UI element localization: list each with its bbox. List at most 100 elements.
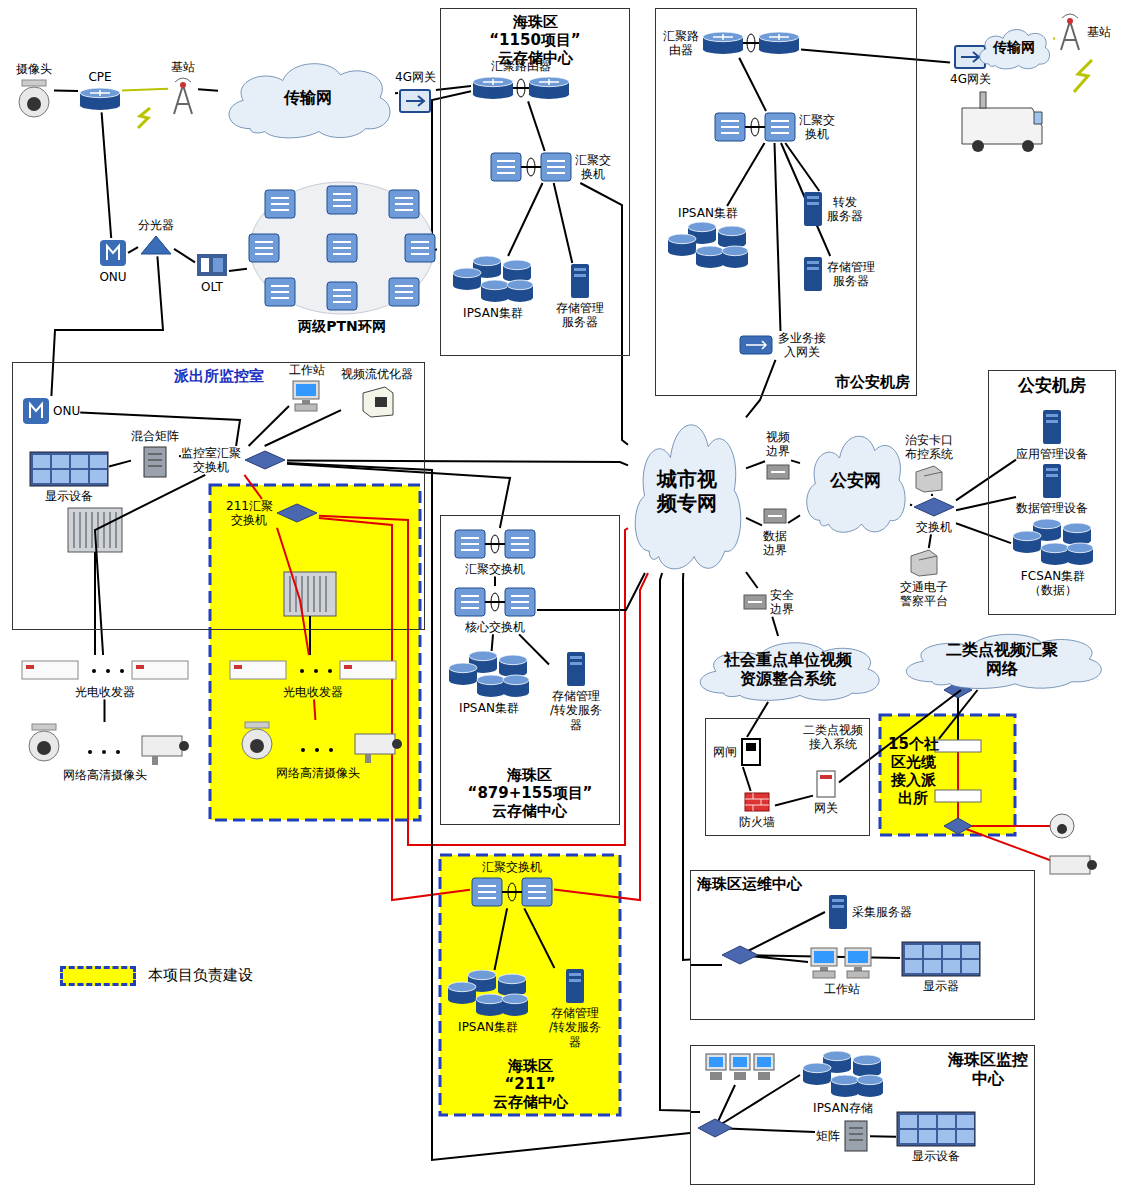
- graphic-svg: [471, 75, 571, 101]
- device-node: 交通电子 警察平台: [900, 548, 948, 609]
- network-cloud: 社会重点单位视频 资源整合系统: [688, 636, 888, 702]
- graphic-path: [690, 912, 900, 965]
- device-node: 核心交换机: [453, 586, 537, 634]
- graphic-path: [107, 246, 119, 260]
- graphic-circle: [1067, 18, 1073, 24]
- device-label: 汇聚交 换机: [799, 113, 835, 142]
- graphic-rect: [296, 384, 316, 396]
- graphic-circle: [314, 669, 318, 673]
- device-icon: [446, 970, 530, 1018]
- graphic-svg: [914, 464, 944, 494]
- device-icon: [471, 75, 571, 101]
- connector: [229, 269, 247, 271]
- device-label: 摄像头: [16, 62, 52, 76]
- device-node: IPSAN存储: [801, 1051, 885, 1115]
- graphic-circle: [1087, 860, 1097, 870]
- device-node: 光电收发器: [220, 655, 405, 699]
- graphic-circle: [1022, 140, 1034, 152]
- graphic-rect: [293, 381, 319, 399]
- graphic-svg: [453, 528, 537, 560]
- graphic-rect: [213, 258, 223, 272]
- graphic-rect: [807, 261, 819, 264]
- device-icon: [901, 941, 981, 977]
- device-icon: [168, 76, 198, 116]
- graphic-svg: [470, 876, 554, 908]
- graphic-rect: [845, 1121, 867, 1151]
- device-node: 基站: [1055, 12, 1111, 52]
- connector: [801, 49, 950, 62]
- graphic-ellipse: [722, 259, 748, 269]
- graphic-rect: [472, 878, 502, 906]
- device-icon: [909, 548, 939, 578]
- device-icon: [12, 722, 197, 766]
- graphic-rect: [733, 1057, 747, 1067]
- connector: [122, 89, 168, 91]
- device-node: 211汇聚 交换机: [226, 499, 319, 528]
- connector: [395, 92, 398, 94]
- graphic-ellipse: [1067, 543, 1093, 553]
- device-label: 汇聚路 由器: [663, 29, 699, 58]
- graphic-svg: [453, 586, 537, 618]
- connector: [244, 475, 262, 499]
- graphic-rect: [375, 397, 387, 407]
- graphic-ellipse: [1013, 531, 1041, 541]
- graphic-ellipse: [688, 222, 716, 232]
- graphic-path: [333, 194, 351, 206]
- device-label: 多业务接 入网关: [778, 331, 826, 360]
- graphic-path: [748, 601, 762, 603]
- device-node: 存储管理 服务器: [556, 263, 604, 330]
- graphic-rect: [327, 282, 357, 310]
- graphic-svg: [1011, 519, 1095, 567]
- device-node: 工作站: [289, 363, 325, 413]
- graphic-circle: [301, 748, 305, 752]
- graphic-rect: [33, 455, 50, 468]
- graphic-ellipse: [473, 256, 501, 266]
- graphic-path: [721, 121, 739, 133]
- device-icon: [896, 1111, 976, 1147]
- graphic-path: [406, 96, 424, 106]
- device-icon: [1040, 463, 1064, 499]
- graphic-ellipse: [507, 292, 533, 302]
- graphic-rect: [848, 951, 868, 963]
- network-cloud: 传输网: [218, 55, 398, 140]
- device-label: 工作站: [289, 363, 325, 377]
- graphic-rect: [574, 274, 586, 277]
- device-label: 两级PTN环网: [298, 318, 386, 335]
- connector: [554, 183, 573, 263]
- graphic-path: [461, 538, 479, 550]
- graphic-ellipse: [668, 247, 696, 257]
- graphic-path: [497, 161, 515, 173]
- graphic-rect: [764, 509, 786, 523]
- graphic-svg: [168, 76, 198, 116]
- graphic-rect: [71, 455, 88, 468]
- connector: [739, 58, 766, 111]
- network-cloud: 公安网: [800, 425, 910, 535]
- device-icon: [398, 86, 432, 114]
- graphic-ellipse: [477, 687, 505, 697]
- graphic-ellipse: [529, 77, 569, 87]
- graphic-rect: [1043, 410, 1061, 444]
- device-icon: [359, 383, 395, 419]
- graphic-svg: [909, 548, 939, 578]
- device-icon: [762, 505, 788, 527]
- graphic-circle: [179, 741, 189, 751]
- graphic-ellipse: [80, 88, 120, 98]
- device-node: 治安卡口 布控系统: [905, 433, 953, 494]
- graphic-rect: [1046, 414, 1058, 417]
- device-icon: [447, 651, 531, 699]
- device-icon: [291, 379, 323, 413]
- device-label: 存储管理 服务器: [827, 260, 875, 289]
- graphic-rect: [957, 1130, 974, 1143]
- graphic-path: [483, 79, 503, 85]
- graphic-svg: [275, 502, 319, 524]
- device-icon: [801, 256, 825, 292]
- graphic-ellipse: [1033, 519, 1061, 529]
- connector: [788, 515, 800, 523]
- graphic-rect: [142, 736, 182, 756]
- graphic-rect: [832, 905, 844, 908]
- region-title: 二类点视频 接入系统: [803, 723, 863, 752]
- graphic-rect: [570, 662, 582, 665]
- graphic-polygon: [944, 818, 972, 834]
- graphic-rect: [754, 1054, 774, 1070]
- device-node: 存储管理 服务器: [801, 256, 875, 292]
